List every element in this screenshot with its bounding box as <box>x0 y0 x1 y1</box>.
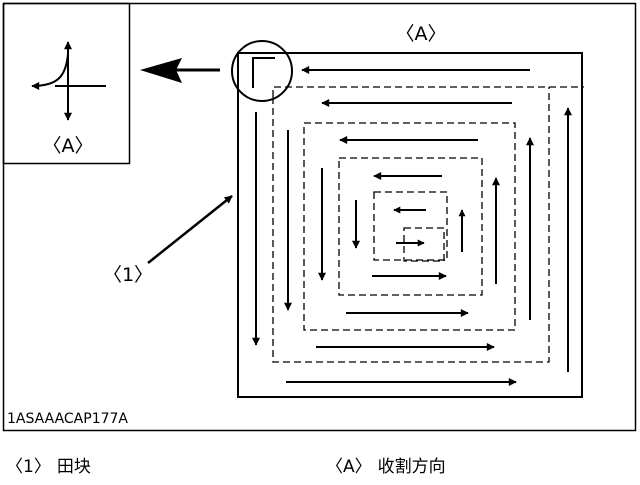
harvest-path-arrows <box>252 66 572 386</box>
inset-detail: 〈A〉 <box>2 2 131 165</box>
pointer-to-field <box>147 195 233 264</box>
pointer-to-inset <box>140 58 220 83</box>
inset-turn-curve <box>31 53 69 90</box>
label-a-top: 〈A〉 <box>396 23 447 45</box>
circle-corner-path <box>252 57 275 88</box>
label-1: 〈1〉 <box>103 264 153 286</box>
inset-label: 〈A〉 <box>43 135 94 157</box>
figure-frame <box>2 2 637 432</box>
caption-field: 〈1〉田块 <box>6 452 91 477</box>
caption-harvest-direction-text: 收割方向 <box>377 457 446 477</box>
field-boundary <box>237 52 583 398</box>
caption-field-tag: 〈1〉 <box>6 457 51 477</box>
dashed-ring-1-body <box>272 87 550 363</box>
inset-box <box>2 2 131 165</box>
caption-field-text: 田块 <box>56 457 91 477</box>
dashed-ring-2 <box>303 122 516 331</box>
dashed-ring-5 <box>403 227 445 262</box>
dashed-rings <box>272 86 584 363</box>
figure-code: 1ASAAACAP177A <box>7 411 128 427</box>
harvest-direction-diagram: 〈A〉 <box>2 2 637 432</box>
caption-harvest-direction-tag: 〈A〉 <box>326 457 372 477</box>
dashed-ring-1 <box>272 86 584 97</box>
dashed-ring-3 <box>338 157 483 296</box>
detail-circle <box>231 40 293 102</box>
dashed-ring-4 <box>373 191 448 261</box>
caption-harvest-direction: 〈A〉收割方向 <box>326 452 446 477</box>
